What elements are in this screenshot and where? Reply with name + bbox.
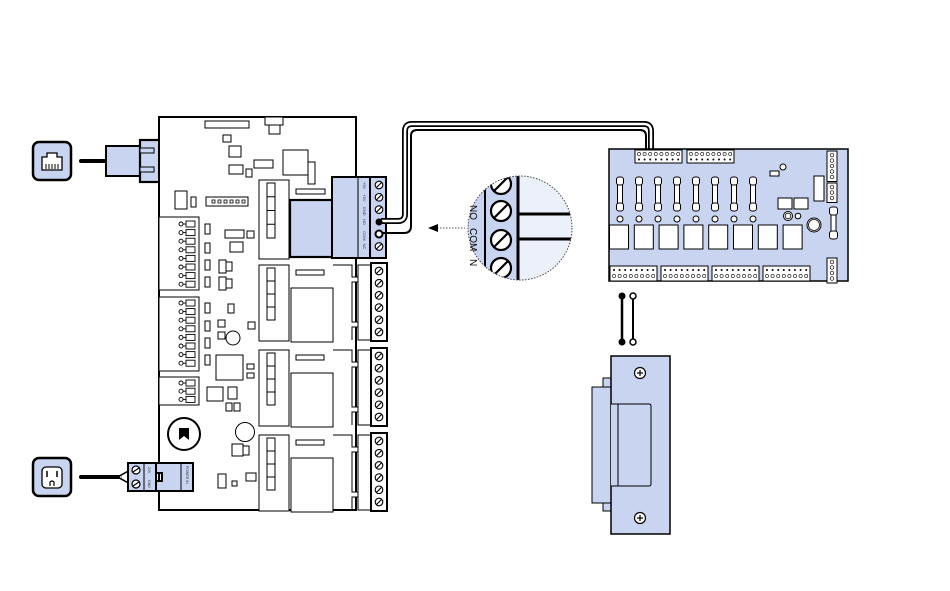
terminal-screw <box>375 377 383 385</box>
no-terminal-dot <box>376 219 383 226</box>
input-pin <box>179 230 195 236</box>
terminal-screw <box>375 364 383 372</box>
capacitor <box>795 213 801 219</box>
terminal-screw <box>375 206 383 214</box>
terminal-label: +9V <box>362 182 367 190</box>
component <box>778 198 792 209</box>
input-pin <box>179 309 195 315</box>
callout-label-com: COM <box>467 228 478 251</box>
input-pin <box>179 343 195 349</box>
relay-section <box>259 263 387 342</box>
input-pin <box>179 360 195 366</box>
terminal-screw <box>375 352 383 360</box>
terminal-screw <box>375 267 383 275</box>
terminal-screw <box>375 498 383 506</box>
header-connector <box>635 150 682 163</box>
terminal-screw <box>375 243 383 251</box>
electric-strike-icon <box>592 356 670 534</box>
terminal-screw <box>375 437 383 445</box>
side-connector <box>827 258 837 283</box>
terminal-screw <box>491 230 511 250</box>
terminal-screw <box>375 316 383 324</box>
terminal-screw <box>375 401 383 409</box>
terminal-label: NC <box>362 244 367 250</box>
input-pin <box>179 352 195 358</box>
terminal-screw <box>375 304 383 312</box>
terminal-label: GND <box>362 207 367 216</box>
relay-section <box>259 433 387 512</box>
input-pin <box>179 317 195 323</box>
header-connector <box>712 266 759 281</box>
power-in-label: POWER IN <box>185 466 189 484</box>
callout-pointer <box>428 224 465 232</box>
terminal-screw <box>375 389 383 397</box>
terminal-screw <box>375 413 383 421</box>
input-pin <box>179 326 195 332</box>
ethernet-jack-icon <box>33 142 71 180</box>
magnified-callout: NO COM N <box>460 170 580 290</box>
terminal-screw <box>375 194 383 202</box>
terminal-screw <box>375 474 383 482</box>
callout-label-nc: N <box>467 259 478 266</box>
terminal-screw <box>491 201 511 221</box>
terminal-screw <box>375 449 383 457</box>
input-pin <box>179 380 195 386</box>
input-pin <box>179 221 195 227</box>
header-connector <box>610 266 657 281</box>
bookmark-icon <box>168 418 200 450</box>
terminal-screw <box>375 486 383 494</box>
screw-top <box>635 368 646 379</box>
terminal-screw <box>375 292 383 300</box>
power-outlet-icon <box>33 458 71 496</box>
callout-label-no: NO <box>467 205 478 220</box>
strike-wires <box>619 293 637 346</box>
side-connector <box>827 183 837 203</box>
relay-expansion-board <box>609 149 848 283</box>
input-pin <box>179 281 195 287</box>
terminal-label: NO <box>362 219 367 225</box>
component <box>814 176 824 201</box>
header-connector <box>763 266 810 281</box>
input-pin <box>179 264 195 270</box>
component <box>770 171 779 176</box>
power-supply-cable <box>81 471 129 483</box>
input-pin <box>179 238 195 244</box>
input-pin <box>179 334 195 340</box>
terminal-label: COM <box>362 231 367 240</box>
terminal-screw <box>375 328 383 336</box>
input-pin <box>179 300 195 306</box>
terminal-screw <box>491 258 511 278</box>
relay-section <box>259 180 289 259</box>
input-pin <box>179 247 195 253</box>
header-connector <box>687 150 734 163</box>
terminal-label: +5V <box>362 194 367 202</box>
terminal-screw <box>491 174 511 194</box>
led <box>780 164 786 170</box>
input-pin <box>179 255 195 261</box>
component <box>794 198 808 209</box>
power-label-gnd: GND <box>147 480 151 488</box>
input-pin <box>179 388 195 394</box>
terminal-screw <box>375 181 383 189</box>
terminal-screw <box>375 279 383 287</box>
header-connector <box>661 266 708 281</box>
input-pin <box>179 273 195 279</box>
input-pin <box>179 396 195 402</box>
com-terminal-dot <box>376 231 383 238</box>
screw-bottom <box>635 513 646 524</box>
power-label-24v: 24V <box>147 467 151 474</box>
side-connector <box>827 151 837 182</box>
terminal-screw <box>375 462 383 470</box>
buzzer <box>807 218 821 232</box>
relay-section <box>259 348 387 427</box>
